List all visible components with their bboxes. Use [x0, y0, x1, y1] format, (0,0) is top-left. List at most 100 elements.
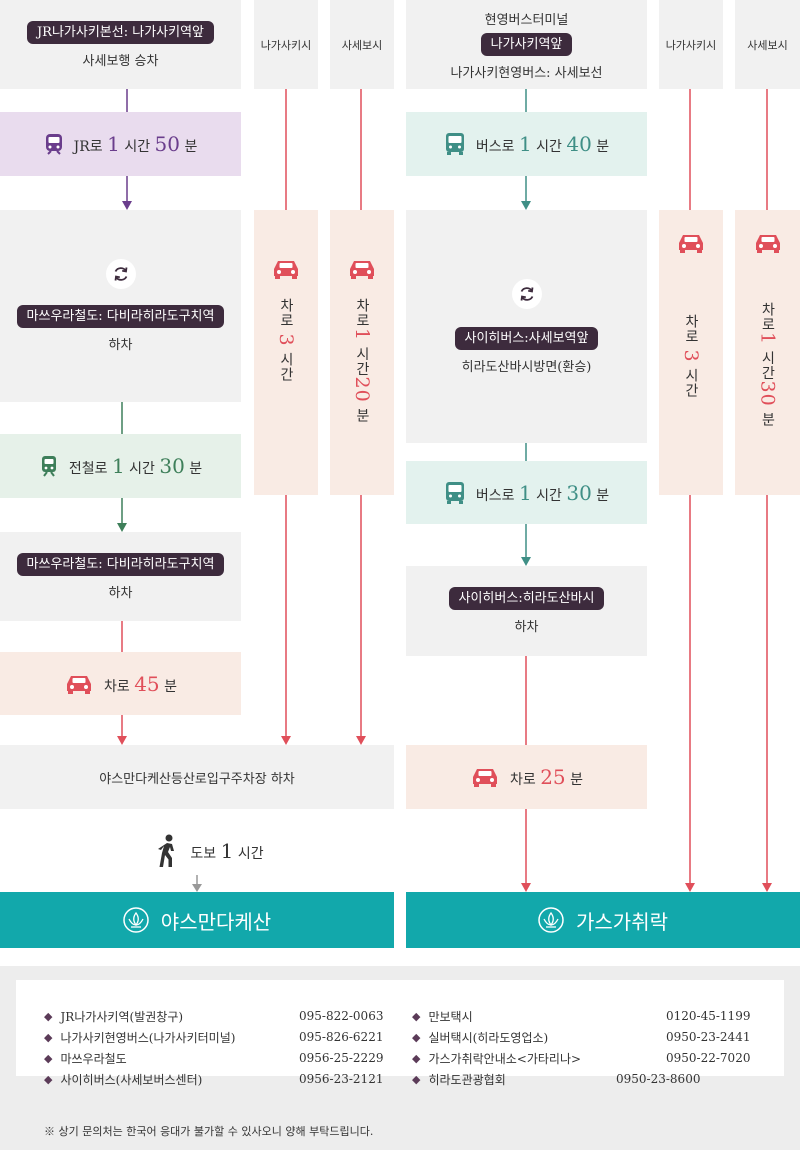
car-icon — [470, 766, 500, 788]
bus2-minutes-unit: 분 — [596, 487, 610, 504]
jr-minutes: 50 — [154, 132, 180, 156]
jr-hours: 1 — [107, 132, 120, 156]
arrow-head — [117, 736, 127, 745]
jr-segment: JR로 1 시간 50 분 — [44, 132, 198, 156]
bus1-hours-unit: 시간 — [536, 139, 562, 155]
destination-yasumandake: 야스만다케산 — [0, 892, 394, 948]
train-segment: 전철로 1 시간 30 분 — [39, 454, 202, 478]
contact-item: ◆마쓰우라철도 — [44, 1050, 127, 1067]
arrow-head — [192, 884, 202, 892]
diamond-bullet-icon: ◆ — [44, 1073, 53, 1086]
jr-hours-unit: 시간 — [124, 139, 151, 155]
right-car-nagasaki-hours: 3 — [680, 349, 702, 363]
left-car-sasebo-minutes: 20 — [351, 376, 373, 403]
left-transfer1-sub: 하차 — [108, 338, 133, 353]
train-minutes: 30 — [159, 454, 185, 478]
diamond-bullet-icon: ◆ — [412, 1010, 421, 1023]
contact-item: ◆JR나가사키역(발권창구) — [44, 1008, 183, 1025]
arrow-head — [521, 557, 531, 566]
left-col-header-sasebo: 사세보시 — [330, 0, 394, 89]
contact-phone: 0956-23-2121 — [299, 1072, 384, 1086]
left-car-sasebo-box: 차로1 시간20 분 — [330, 210, 394, 495]
bus2-segment-box: 버스로 1 시간 30 분 — [406, 461, 647, 524]
car-icon — [347, 258, 377, 280]
left-start-box: JR나가사키본선: 나가사키역앞 사세보행 승차 — [0, 0, 241, 89]
lotus-icon — [538, 907, 564, 933]
right-car-minutes: 25 — [540, 765, 566, 789]
contact-item: ◆가스가취락안내소<가타리나> — [412, 1050, 581, 1067]
diamond-bullet-icon: ◆ — [44, 1052, 53, 1065]
contact-info-panel — [0, 966, 800, 1150]
left-car-nagasaki-hours: 3 — [275, 333, 297, 347]
destination-kasuga-label: 가스가취락 — [576, 909, 668, 934]
car-icon — [271, 258, 301, 280]
right-car-sasebo-box: 차로1 시간30 분 — [735, 210, 800, 495]
right-transfer-box: 사이히버스:사세보역앞 히라도산바시방면(환승) — [406, 210, 647, 443]
right-transfer-station: 사이히버스:사세보역앞 — [454, 326, 599, 350]
bus2-hours-unit: 시간 — [536, 487, 562, 504]
car-icon — [676, 232, 706, 254]
left-start-station: JR나가사키본선: 나가사키역앞 — [26, 20, 215, 44]
bus1-segment-box: 버스로 1 시간 40 분 — [406, 112, 647, 176]
contact-phone: 0950-23-2441 — [666, 1030, 751, 1044]
contact-item: ◆ 만보택시 — [412, 1008, 473, 1025]
right-start-box: 현영버스터미널 나가사키역앞 나가사키현영버스: 사세보선 — [406, 0, 647, 89]
left-transfer2-sub: 하차 — [108, 585, 133, 601]
train-hours: 1 — [111, 454, 125, 478]
jr-prefix: JR로 — [73, 139, 103, 155]
diamond-bullet-icon: ◆ — [412, 1031, 421, 1044]
right-car-minutes-unit: 분 — [570, 772, 583, 788]
left-car-sasebo-prefix: 차로 — [354, 298, 370, 328]
bus1-segment: 버스로 1 시간 40 분 — [444, 132, 609, 156]
bus2-prefix: 버스로 — [475, 487, 515, 504]
left-transfer1-box: 마쓰우라철도: 다비라히라도구치역 하차 — [0, 210, 241, 402]
bus2-minutes: 30 — [566, 480, 592, 505]
diamond-bullet-icon: ◆ — [412, 1073, 421, 1086]
left-car-prefix: 차로 — [103, 678, 130, 695]
right-car-segment: 차로 25 분 — [470, 765, 583, 789]
parking-label: 야스만다케산등산로입구주차장 하차 — [99, 771, 295, 787]
arrow-head — [281, 736, 291, 745]
right-car-sasebo-minutes-unit: 분 — [759, 412, 776, 428]
contact-item: ◆ 실버택시(히라도영업소) — [412, 1029, 548, 1046]
contact-info-box — [16, 980, 784, 1076]
left-col-sasebo-label: 사세보시 — [341, 38, 383, 52]
contact-name: 가스가취락안내소<가타리나> — [428, 1052, 582, 1066]
contact-phone: 0950-23-8600 — [616, 1072, 701, 1086]
contact-name: 실버택시(히라도영업소) — [428, 1031, 549, 1045]
contact-name: 만보택시 — [428, 1010, 473, 1024]
right-start-station: 나가사키역앞 — [480, 32, 573, 56]
bus2-hours: 1 — [518, 480, 532, 505]
left-car-nagasaki-hours-unit: 시간 — [278, 352, 294, 382]
arrow-head — [521, 883, 531, 892]
train-icon — [39, 455, 59, 477]
contact-item: ◆사이히버스(사세보버스센터) — [44, 1071, 202, 1088]
left-col-nagasaki-label: 나가사키시 — [260, 38, 312, 52]
walk-hours-unit: 시간 — [237, 846, 264, 862]
right-car-nagasaki-duration: 차로 3 시간 — [680, 314, 702, 398]
train-segment-box: 전철로 1 시간 30 분 — [0, 434, 241, 498]
contact-phone: 0120-45-1199 — [666, 1009, 751, 1023]
contact-phone: 095-826-6221 — [299, 1030, 384, 1044]
jr-segment-box: JR로 1 시간 50 분 — [0, 112, 241, 176]
car-icon — [64, 673, 94, 695]
arrow-head — [762, 883, 772, 892]
left-car-minutes: 45 — [134, 671, 160, 696]
transfer-icon — [105, 259, 136, 289]
transfer-icon — [511, 278, 542, 309]
destination-yasumandake-label: 야스만다케산 — [160, 909, 272, 934]
diamond-bullet-icon: ◆ — [44, 1031, 53, 1044]
contact-item: ◆ 나가사키현영버스(나가사키터미널) — [44, 1029, 235, 1046]
train-prefix: 전철로 — [68, 461, 108, 477]
jr-minutes-unit: 분 — [184, 139, 198, 155]
contact-phone: 095-822-0063 — [299, 1009, 384, 1023]
left-col-header-nagasaki: 나가사키시 — [254, 0, 318, 89]
left-transfer2-box: 마쓰우라철도: 다비라히라도구치역 하차 — [0, 532, 241, 621]
right-car-sasebo-hours-unit: 시간 — [759, 350, 776, 381]
walk-segment-box: 도보 1 시간 — [130, 826, 290, 876]
parking-box: 야스만다케산등산로입구주차장 하차 — [0, 745, 394, 809]
contact-name: 나가사키현영버스(나가사키터미널) — [60, 1031, 236, 1045]
right-transfer-sub: 히라도산바시방면(환승) — [461, 359, 592, 375]
left-car-sasebo-minutes-unit: 분 — [354, 408, 370, 424]
left-car-nagasaki-prefix: 차로 — [278, 298, 294, 328]
